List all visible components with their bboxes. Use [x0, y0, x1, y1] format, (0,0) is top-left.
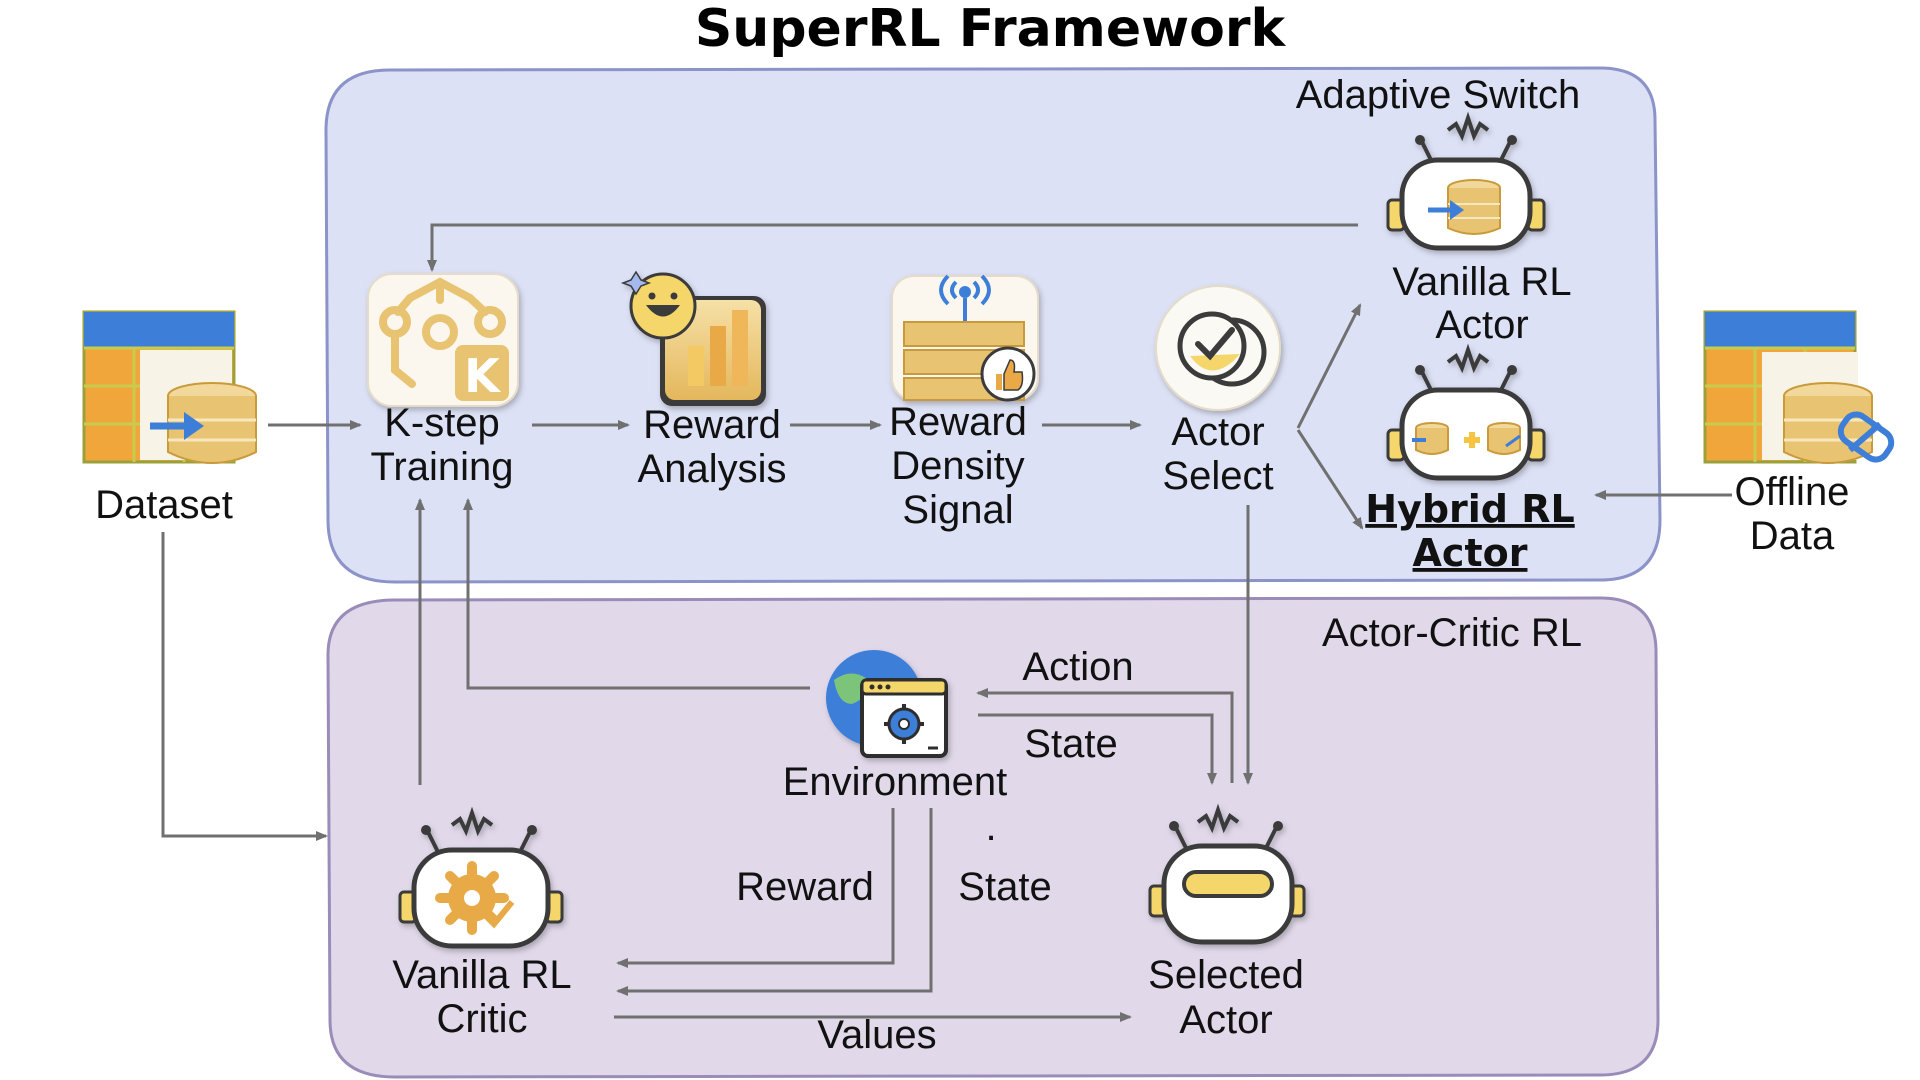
environment-icon [826, 650, 948, 758]
arrow-vanilla-actor-to-kstep [427, 223, 1358, 272]
arrow-action [976, 688, 1234, 783]
node-offline-line1: Offline [1735, 470, 1850, 514]
node-rds-line1: Reward [889, 400, 1027, 444]
arrow-environment-to-kstep [463, 498, 810, 690]
node-hybrid-actor-line1: Hybrid RL [1365, 487, 1574, 531]
edge-label-values: Values [817, 1013, 936, 1057]
vanilla-rl-actor-icon [1386, 111, 1546, 251]
edge-label-state-bottom: State [958, 865, 1051, 909]
node-critic-line1: Vanilla RL [392, 953, 571, 997]
node-dataset-label: Dataset [95, 483, 233, 527]
diagram-title: SuperRL Framework [695, 0, 1287, 59]
node-kstep-label-line2: Training [370, 445, 513, 489]
node-vanilla-actor-line1: Vanilla RL [1392, 260, 1571, 304]
node-selected-line2: Actor [1179, 998, 1272, 1042]
node-vanilla-actor-line2: Actor [1435, 303, 1528, 347]
actor-select-icon [1155, 285, 1281, 411]
edge-label-dot: . [985, 805, 996, 849]
arrows [161, 223, 1732, 1022]
adaptive-switch-label: Adaptive Switch [1296, 73, 1581, 117]
node-actor-select-line1: Actor [1171, 410, 1264, 454]
node-rds-line2: Density [891, 444, 1024, 488]
kstep-k-letter: K [464, 349, 502, 403]
arrow-state-bottom [616, 808, 933, 996]
node-kstep-label-line1: K-step [384, 401, 500, 445]
node-reward-analysis-line2: Analysis [638, 447, 787, 491]
node-offline-line2: Data [1750, 514, 1835, 558]
node-hybrid-actor-line2: Actor [1413, 531, 1528, 575]
arrow-dataset-to-critic [161, 532, 328, 841]
dataset-icon [82, 310, 257, 464]
actor-critic-label: Actor-Critic RL [1322, 611, 1582, 655]
node-critic-line2: Critic [436, 997, 527, 1041]
reward-density-signal-icon [891, 274, 1039, 402]
edge-label-state-top: State [1024, 722, 1117, 766]
reward-analysis-icon [620, 270, 766, 406]
actor-critic-region [326, 596, 1660, 1079]
edge-label-action: Action [1022, 645, 1133, 689]
kstep-training-icon [367, 273, 519, 407]
arrow-reward [616, 808, 895, 968]
hybrid-rl-actor-icon [1386, 343, 1546, 481]
node-environment-label: Environment [783, 760, 1008, 804]
selected-actor-icon [1148, 803, 1306, 945]
node-actor-select-line2: Select [1162, 454, 1273, 498]
node-rds-line3: Signal [902, 488, 1013, 532]
arrow-actor-select-to-hybrid [1296, 429, 1364, 530]
node-reward-analysis-line1: Reward [643, 403, 781, 447]
edge-label-reward: Reward [736, 865, 874, 909]
node-selected-line1: Selected [1148, 953, 1304, 997]
offline-data-icon [1703, 310, 1895, 464]
arrow-state-top [978, 713, 1217, 785]
vanilla-rl-critic-icon [398, 806, 564, 949]
arrow-actor-select-to-vanilla [1296, 303, 1362, 429]
